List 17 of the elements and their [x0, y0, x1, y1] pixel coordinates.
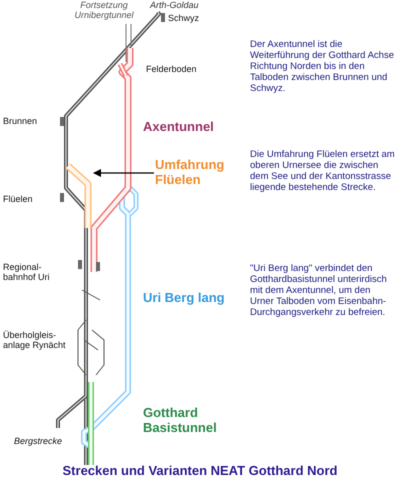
- arrow: [93, 169, 154, 177]
- station-label: Flüelen: [3, 194, 34, 204]
- diagram-title: Strecken und Varianten NEAT Gotthard Nord: [62, 464, 338, 479]
- station-label: Felderboden: [146, 64, 198, 74]
- station-label: Fortsetzung Urnibergtunnel: [73, 0, 135, 21]
- route-label: Gotthard Basistunnel: [143, 406, 218, 436]
- description-text: Der Axentunnel ist die Weiterführung der Gotthard Achse Richtung Norden bis in den Talboden zwischen Brunnen und Schwyz.: [250, 40, 395, 95]
- station-label: Arth-Goldau: [150, 0, 200, 10]
- bypass-track: [66, 163, 92, 228]
- station-label: Überholgleis- anlage Rynächt: [3, 330, 67, 351]
- station-label: Bergstrecke: [14, 436, 64, 446]
- description-text: Die Umfahrung Flüelen ersetzt am oberen Urnersee die zwischen dem See und der Kantonsstrasse liegende bestehende Strecke.: [250, 150, 395, 194]
- description-text: "Uri Berg lang" verbindet den Gotthardbasistunnel unterirdisch mit dem Axentunnel, um den Urner Talboden vom Eisenbahn-Durchgangsverkehr zu befreien.: [250, 264, 388, 319]
- station-label: Brunnen: [3, 116, 38, 126]
- station-label: Schwyz: [168, 13, 200, 24]
- route-label: Axentunnel: [143, 120, 215, 135]
- station-label: Regional- bahnhof Uri: [3, 262, 51, 283]
